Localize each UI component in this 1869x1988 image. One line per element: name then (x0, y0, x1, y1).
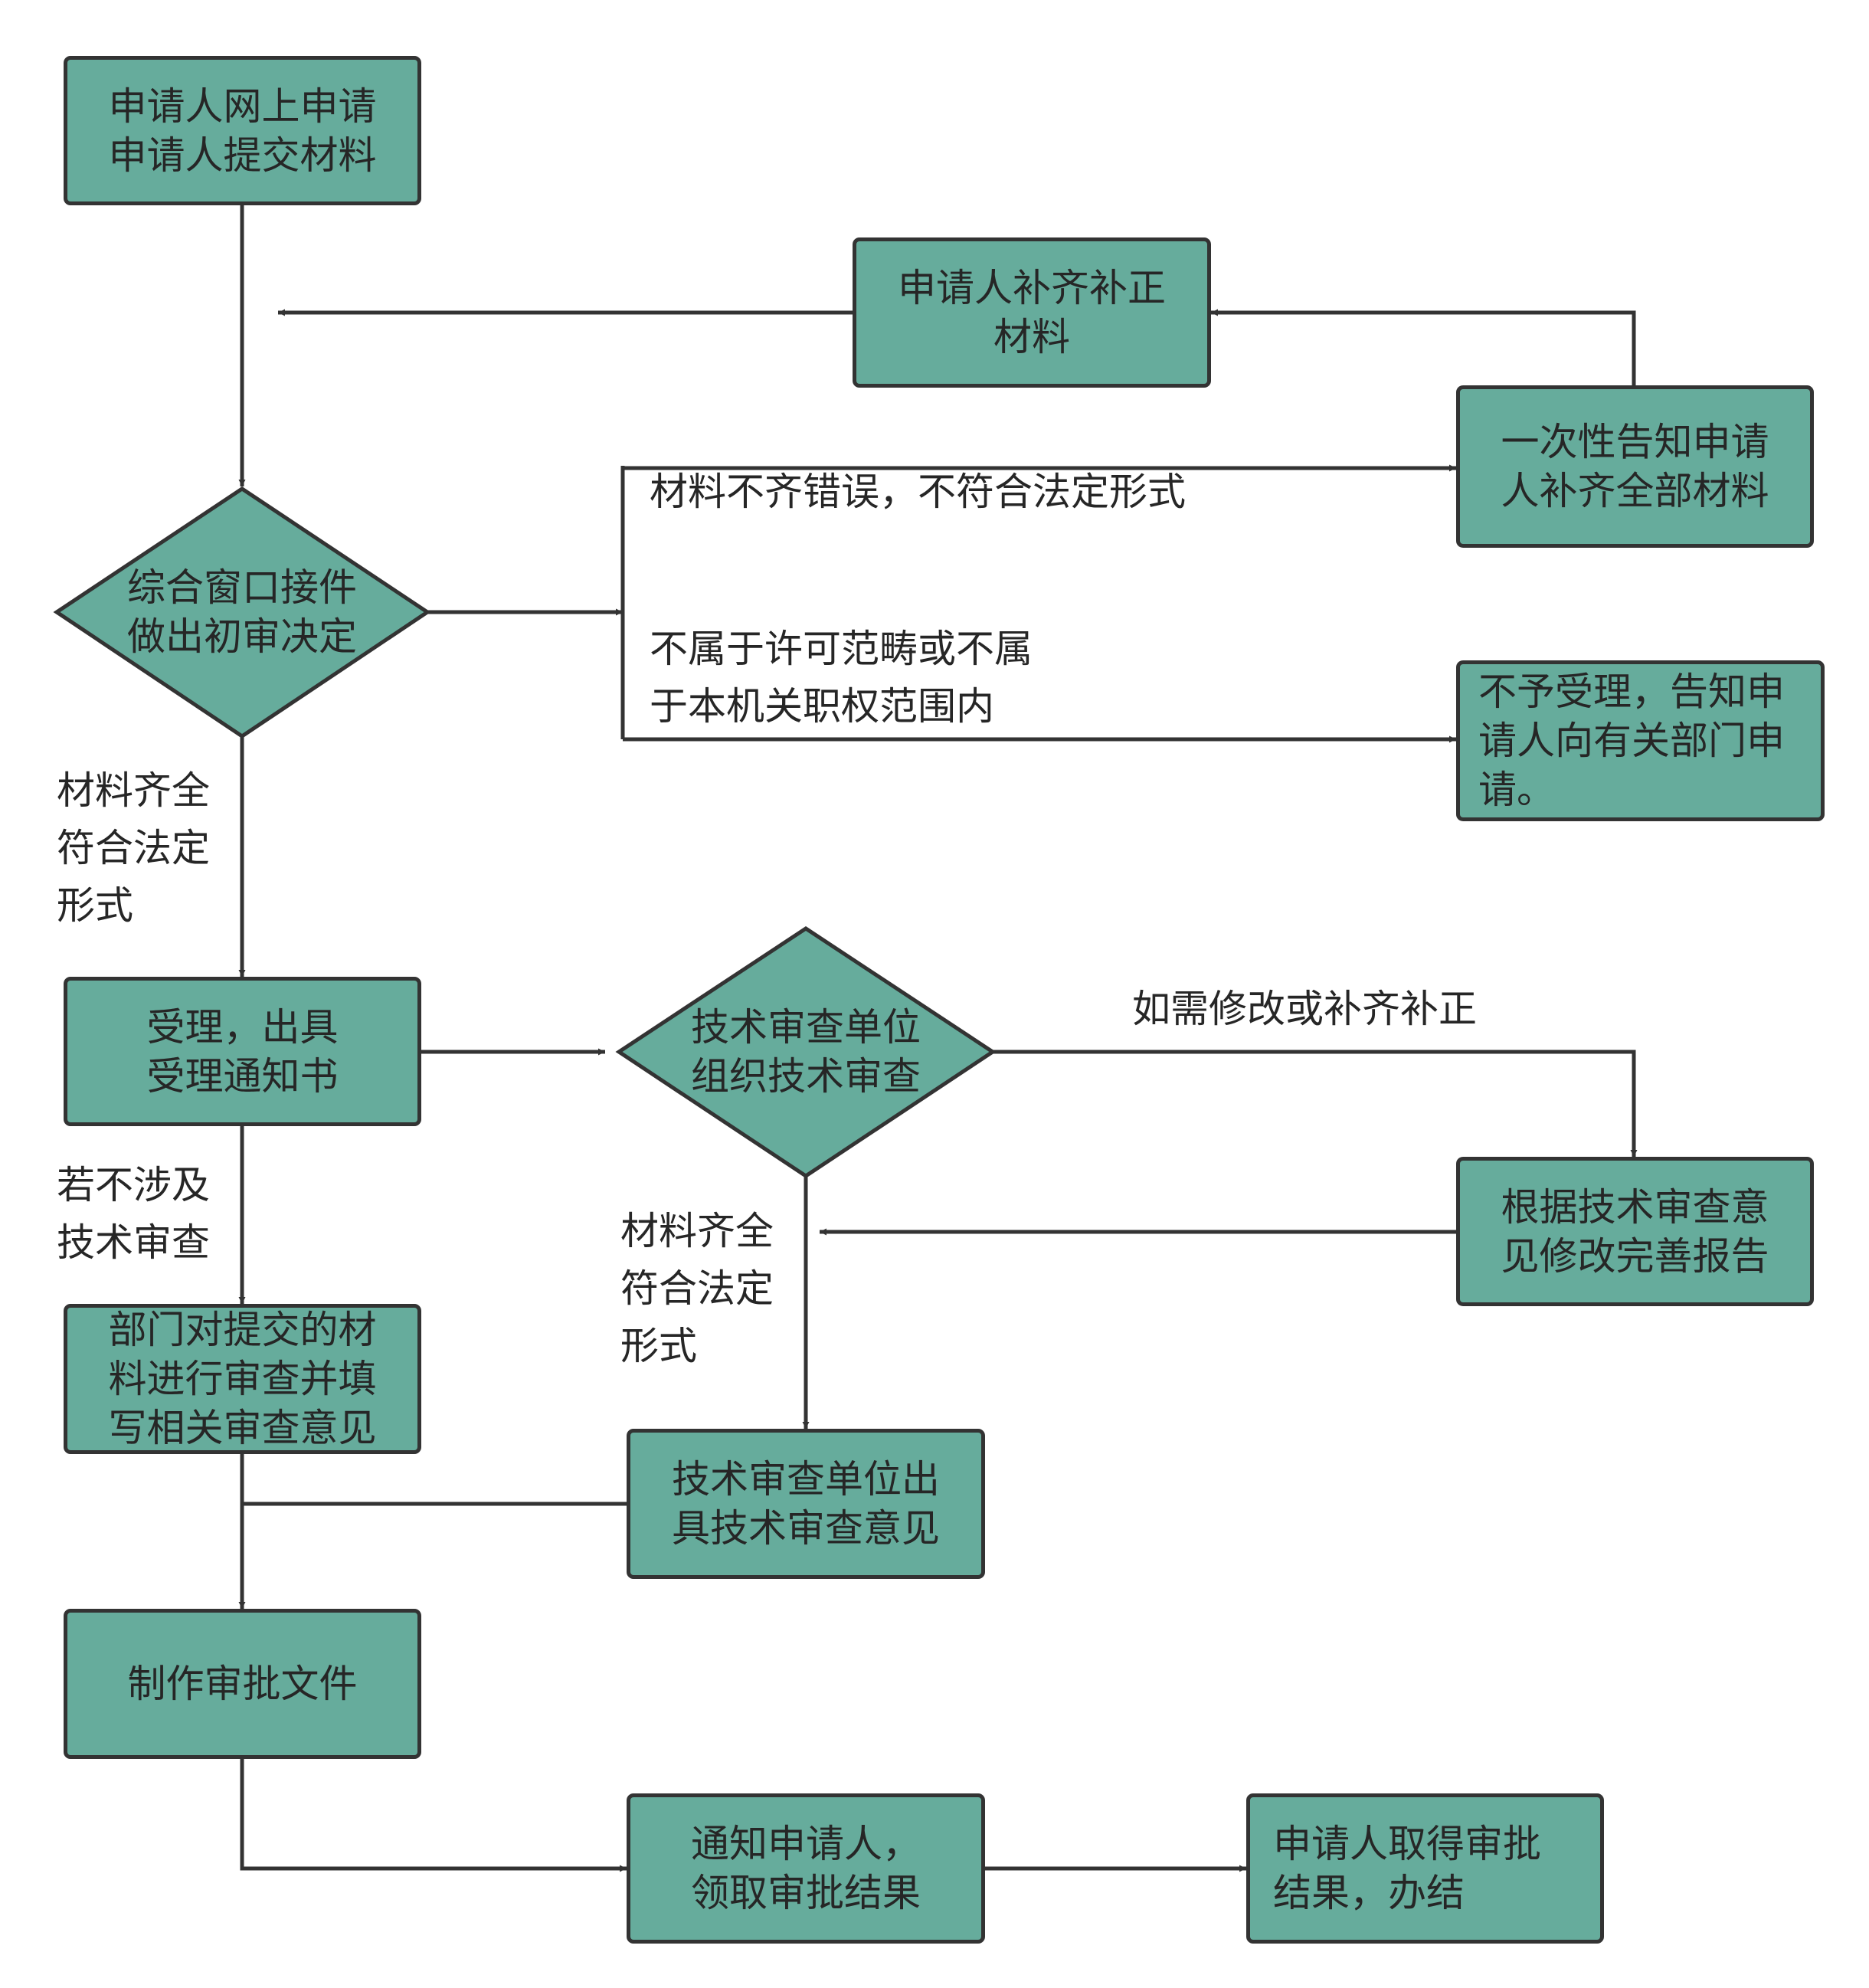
dept-review-node: 部门对提交的材 料进行审查并填 写相关审查意见 (64, 1304, 421, 1454)
tech-review-diamond (615, 926, 997, 1179)
initial-review-label: 综合窗口接件 做出初审决定 (127, 565, 357, 659)
edge-tech-to-revise (993, 1050, 1638, 1157)
resubmit-node: 申请人补齐补正 材料 (853, 237, 1211, 388)
no-tech-label: 若不涉及 技术审查 (57, 1163, 210, 1265)
notify-pickup-node: 通知申请人， 领取审批结果 (627, 1793, 985, 1944)
tech-opinion-text: 技术审查单位出 具技术审查意见 (672, 1457, 940, 1551)
out-of-scope-label: 不属于许可范畴或不属 于本机关职权范围内 (650, 627, 1033, 729)
edge-doc-to-notify (240, 1759, 627, 1872)
tech-opinion-node: 技术审查单位出 具技术审查意见 (627, 1429, 985, 1579)
notify-once-text: 一次性告知申请 人补齐全部材料 (1501, 420, 1769, 513)
notify-once-node: 一次性告知申请 人补齐全部材料 (1456, 385, 1814, 548)
make-doc-node: 制作审批文件 (64, 1609, 421, 1759)
need-revision-label: 如需修改或补齐补正 (1132, 987, 1477, 1031)
incomplete-label: 材料不齐错误，不符合法定形式 (650, 470, 1186, 514)
complete-mid-label: 材料齐全 符合法定 形式 (620, 1209, 774, 1368)
reject-node: 不予受理，告知申 请人向有关部门申 请。 (1456, 660, 1825, 821)
edge-notify-to-resubmit (1211, 309, 1636, 385)
reject-text: 不予受理，告知申 请人向有关部门申 请。 (1478, 670, 1785, 812)
revise-report-node: 根据技术审查意 见修改完善报告 (1456, 1157, 1814, 1306)
accept-node: 受理，出具 受理通知书 (64, 977, 421, 1126)
complete-left-label: 材料齐全 符合法定 形式 (57, 768, 210, 928)
accept-text: 受理，出具 受理通知书 (146, 1004, 339, 1099)
resubmit-text: 申请人补齐补正 材料 (898, 266, 1166, 359)
complete-node: 申请人取得审批 结果，办结 (1246, 1793, 1604, 1944)
complete-text: 申请人取得审批 结果，办结 (1273, 1822, 1541, 1915)
initial-review-diamond (53, 486, 431, 739)
make-doc-text: 制作审批文件 (127, 1662, 358, 1706)
notify-pickup-text: 通知申请人， 领取审批结果 (691, 1822, 921, 1915)
tech-review-label: 技术审查单位 组织技术审查 (691, 1005, 921, 1099)
online-apply-text: 申请人网上申请 申请人提交材料 (108, 84, 377, 178)
dept-review-text: 部门对提交的材 料进行审查并填 写相关审查意见 (108, 1308, 377, 1450)
online-apply-node: 申请人网上申请 申请人提交材料 (64, 56, 421, 205)
revise-report-text: 根据技术审查意 见修改完善报告 (1501, 1184, 1769, 1279)
